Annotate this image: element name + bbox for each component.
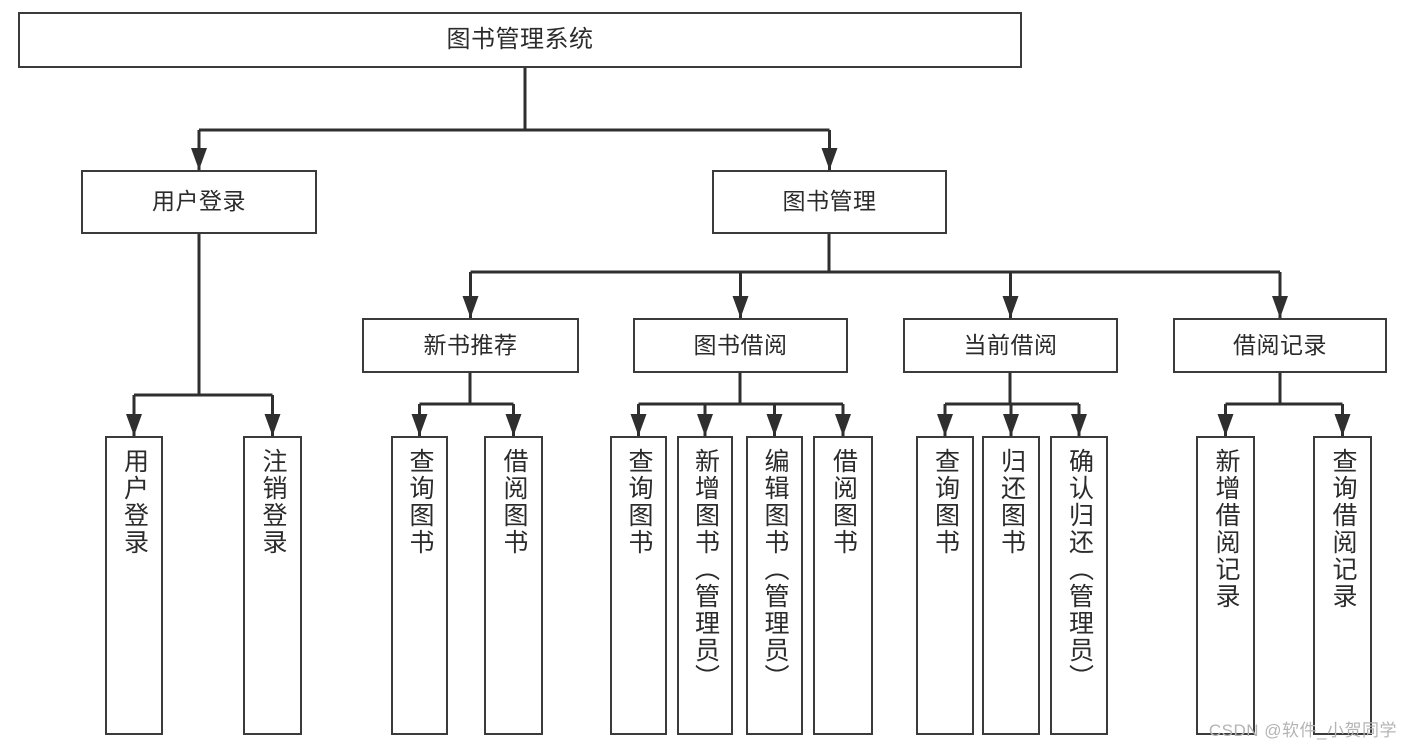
node-label: 借阅记录	[1233, 331, 1327, 358]
node-l3-e2[interactable]: 查询借阅记录	[1313, 436, 1372, 735]
node-l3-d2[interactable]: 归还图书	[982, 436, 1040, 735]
arrowhead-l3-e2	[1334, 414, 1351, 436]
arrowhead-l3-a2	[264, 414, 281, 436]
node-root[interactable]: 图书管理系统	[18, 12, 1022, 68]
arrowhead-l3-c3	[766, 414, 783, 436]
node-l2-current[interactable]: 当前借阅	[903, 318, 1118, 373]
arrowhead-l2-record	[1272, 296, 1288, 318]
node-l3-e1[interactable]: 新增借阅记录	[1196, 436, 1255, 735]
node-label: 查询图书	[406, 448, 434, 556]
arrowhead-l2-borrow	[732, 296, 749, 318]
node-l3-c2[interactable]: 新增图书（管理员）	[677, 436, 733, 735]
node-label: 当前借阅	[963, 331, 1058, 358]
arrowhead-l1-login	[191, 148, 207, 170]
arrowhead-l3-e1	[1217, 414, 1234, 436]
node-l3-b1[interactable]: 查询图书	[391, 436, 448, 735]
node-label: 查询图书	[625, 448, 653, 556]
node-l1-books[interactable]: 图书管理	[712, 170, 947, 234]
arrowhead-l3-b1	[411, 414, 428, 436]
node-l1-login[interactable]: 用户登录	[81, 170, 317, 234]
node-label: 借阅图书	[829, 448, 858, 556]
arrowhead-l3-d3	[1071, 414, 1087, 436]
node-label: 查询图书	[931, 448, 960, 556]
node-l3-c1[interactable]: 查询图书	[610, 436, 667, 735]
node-label: 新增图书（管理员）	[691, 448, 720, 691]
node-label: 图书管理	[782, 188, 877, 215]
node-l3-a1[interactable]: 用户登录	[105, 436, 163, 735]
arrowhead-l3-a1	[126, 414, 142, 436]
node-label: 图书借阅	[693, 331, 788, 358]
node-l3-d1[interactable]: 查询图书	[916, 436, 974, 735]
arrowhead-l3-c2	[697, 414, 713, 436]
arrowhead-l3-c1	[630, 414, 647, 436]
node-label: 新增借阅记录	[1212, 448, 1240, 610]
node-label: 确认归还（管理员）	[1065, 448, 1094, 691]
node-label: 编辑图书（管理员）	[761, 448, 789, 691]
node-l3-c4[interactable]: 借阅图书	[813, 436, 873, 735]
node-label: 用户登录	[120, 448, 149, 556]
node-l2-new[interactable]: 新书推荐	[362, 318, 579, 373]
arrowhead-l3-b2	[505, 414, 522, 436]
node-label: 注销登录	[259, 448, 287, 556]
arrowhead-l1-books	[821, 148, 838, 170]
node-label: 用户登录	[152, 188, 246, 215]
node-label: 图书管理系统	[446, 25, 594, 53]
node-label: 归还图书	[997, 448, 1026, 556]
node-l3-a2[interactable]: 注销登录	[243, 436, 302, 735]
node-l3-d3[interactable]: 确认归还（管理员）	[1050, 436, 1108, 735]
arrowhead-l2-current	[1002, 296, 1019, 318]
node-l2-record[interactable]: 借阅记录	[1173, 318, 1387, 373]
arrowhead-l3-d2	[1003, 414, 1019, 436]
node-l3-c3[interactable]: 编辑图书（管理员）	[746, 436, 803, 735]
arrowhead-l3-c4	[835, 414, 851, 436]
node-label: 新书推荐	[423, 331, 518, 358]
node-label: 借阅图书	[500, 448, 528, 556]
node-l2-borrow[interactable]: 图书借阅	[633, 318, 848, 373]
node-l3-b2[interactable]: 借阅图书	[484, 436, 543, 735]
arrowhead-l2-new	[462, 296, 479, 318]
node-label: 查询借阅记录	[1329, 448, 1357, 610]
arrowhead-l3-d1	[937, 414, 953, 436]
